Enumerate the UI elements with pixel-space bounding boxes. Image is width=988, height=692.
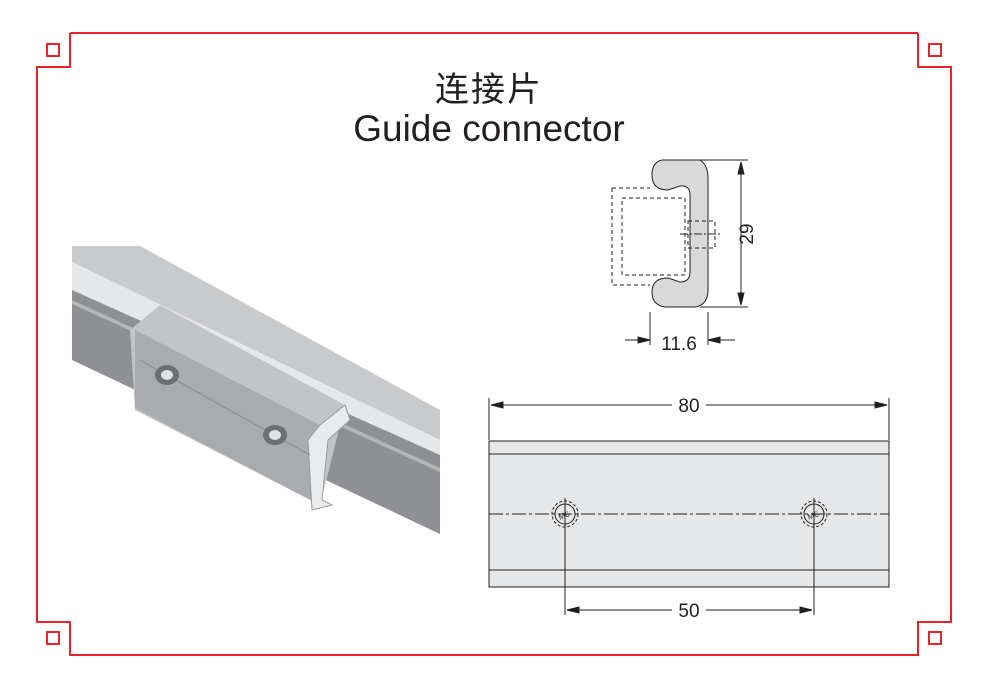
- connector-3d-render: [72, 246, 440, 534]
- title-english: Guide connector: [353, 108, 625, 149]
- title-chinese: 连接片: [435, 70, 543, 110]
- dim-thickness: 11.6: [661, 334, 697, 355]
- threaded-hole-icon: [800, 498, 828, 530]
- thread-label-right: M6: [806, 509, 820, 521]
- thread-label-left: M6: [557, 509, 571, 521]
- decorative-frame: [36, 32, 952, 656]
- threaded-hole-icon: [551, 498, 579, 530]
- cross-section-view: [611, 159, 748, 345]
- dim-length: 80: [678, 396, 699, 417]
- dim-height: 29: [737, 223, 758, 244]
- side-view: [488, 398, 890, 615]
- screw-hole-icon: [263, 425, 287, 445]
- screw-hole-icon: [155, 365, 179, 385]
- dim-hole-spacing: 50: [678, 601, 699, 622]
